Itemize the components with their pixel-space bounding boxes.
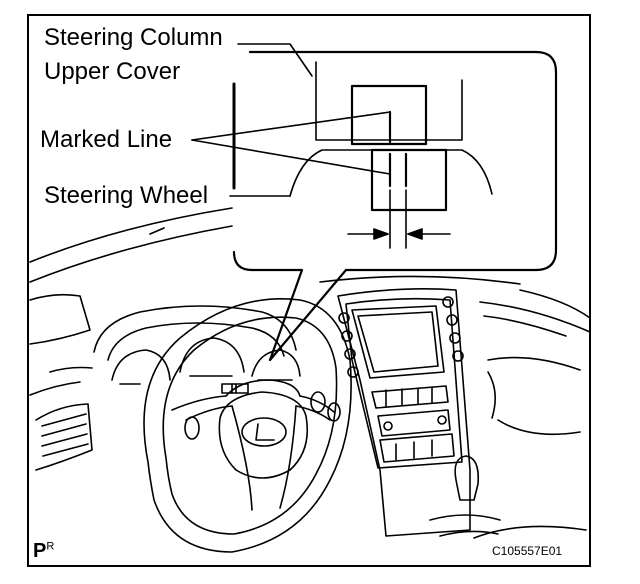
callout-balloon (232, 50, 558, 362)
pr-mark-sup: R (46, 540, 55, 553)
figure-id: C105557E01 (492, 544, 563, 558)
pr-mark: PR (33, 541, 54, 561)
leader-lines (191, 43, 391, 197)
pr-mark-main: P (33, 540, 47, 562)
label-marked-line: Marked Line (40, 126, 173, 153)
label-upper-cover-line1: Steering Column (44, 24, 223, 51)
figure-frame (27, 14, 591, 567)
center-console-drawing (337, 288, 587, 539)
label-upper-cover-line2: Upper Cover (44, 58, 181, 85)
steering-wheel-drawing (143, 298, 352, 553)
dashboard-drawing (29, 207, 591, 471)
label-steering-wheel: Steering Wheel (44, 182, 209, 209)
